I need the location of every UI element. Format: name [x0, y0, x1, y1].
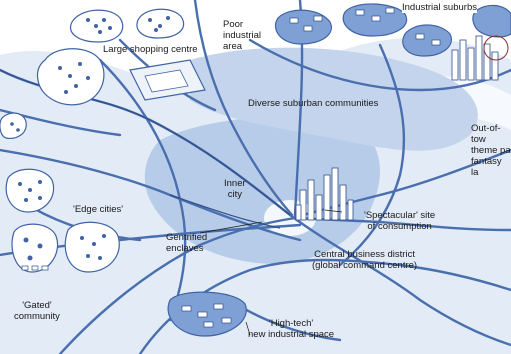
label-poor-industrial-area: Poor industrial area: [223, 19, 261, 52]
blob-industrial-1: [275, 10, 331, 44]
label-inner-city: Inner city: [224, 178, 246, 200]
blob-industrial-3: [403, 25, 452, 56]
label-diverse-suburban-communities: Diverse suburban communities: [248, 98, 378, 109]
blob-top-mid: [137, 9, 184, 38]
label-high-tech-industrial: 'High-tech' new industrial space: [248, 318, 334, 340]
label-gentrified-enclaves: Gentrified enclaves: [166, 232, 207, 254]
label-large-shopping-centre: Large shopping centre: [103, 44, 198, 55]
label-industrial-suburbs: Industrial suburbs: [402, 2, 477, 13]
gated-houses: [22, 266, 48, 270]
label-gated-community: 'Gated' community: [14, 300, 60, 322]
blob-left-mid: [0, 113, 26, 138]
label-edge-cities: 'Edge cities': [73, 204, 123, 215]
label-out-of-town-theme-park: Out-of-tow theme pa fantasy la: [471, 123, 511, 178]
label-spectacular-site: 'Spectacular' site of consumption: [364, 210, 435, 232]
label-cbd: Central business district (global comman…: [312, 249, 417, 271]
